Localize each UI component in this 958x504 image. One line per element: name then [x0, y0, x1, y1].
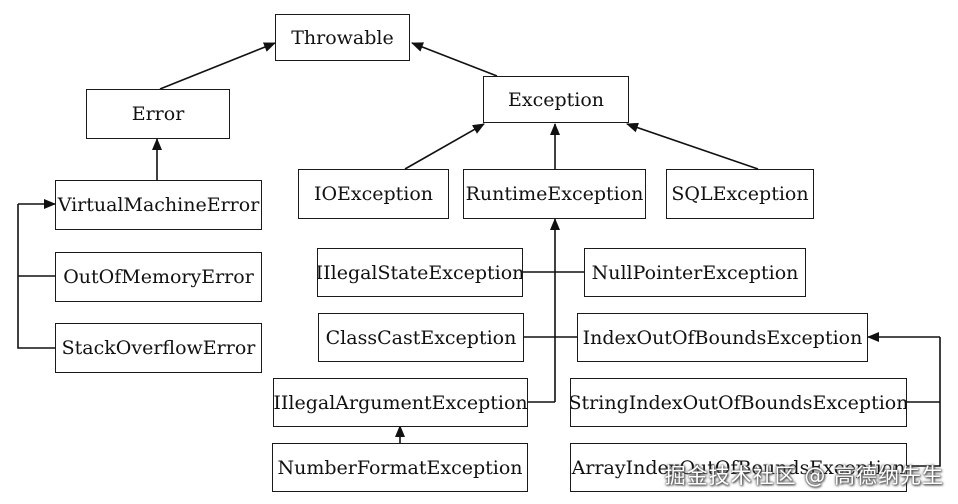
node-out-of-memory-error: OutOfMemoryError: [55, 252, 262, 302]
node-illegal-state-exception: IIlegalStateException: [317, 248, 523, 297]
node-illegal-argument-exception: IIlegalArgumentException: [273, 378, 528, 427]
edge-exception-throwable: [411, 42, 498, 77]
edge-io-exception: [404, 123, 485, 170]
node-number-format-exception: NumberFormatException: [272, 443, 528, 492]
node-runtime-exception: RuntimeException: [463, 169, 646, 219]
node-index-out-of-bounds-exception: IndexOutOfBoundsException: [577, 313, 868, 362]
edge-soe-bracket: [17, 204, 55, 349]
edge-sql-exception: [626, 122, 759, 170]
node-exception: Exception: [483, 76, 629, 123]
node-null-pointer-exception: NullPointerException: [584, 248, 806, 297]
node-virtual-machine-error: VirtualMachineError: [55, 180, 262, 230]
node-string-index-out-of-bounds-exception: StringIndexOutOfBoundsException: [570, 378, 907, 427]
edge-error-throwable: [159, 42, 276, 90]
edge-array-ioob: [907, 337, 941, 467]
node-class-cast-exception: ClassCastException: [318, 313, 524, 362]
node-io-exception: IOException: [298, 169, 449, 219]
node-throwable: Throwable: [275, 14, 410, 61]
node-array-index-out-of-bounds-exception: ArrayIndexOutOfBoundsException: [570, 443, 907, 492]
node-sql-exception: SQLException: [666, 169, 814, 219]
watermark: 掘金技术社区 @ 高德纳先生: [664, 464, 944, 488]
node-error: Error: [86, 89, 230, 139]
node-stack-overflow-error: StackOverflowError: [55, 323, 262, 373]
